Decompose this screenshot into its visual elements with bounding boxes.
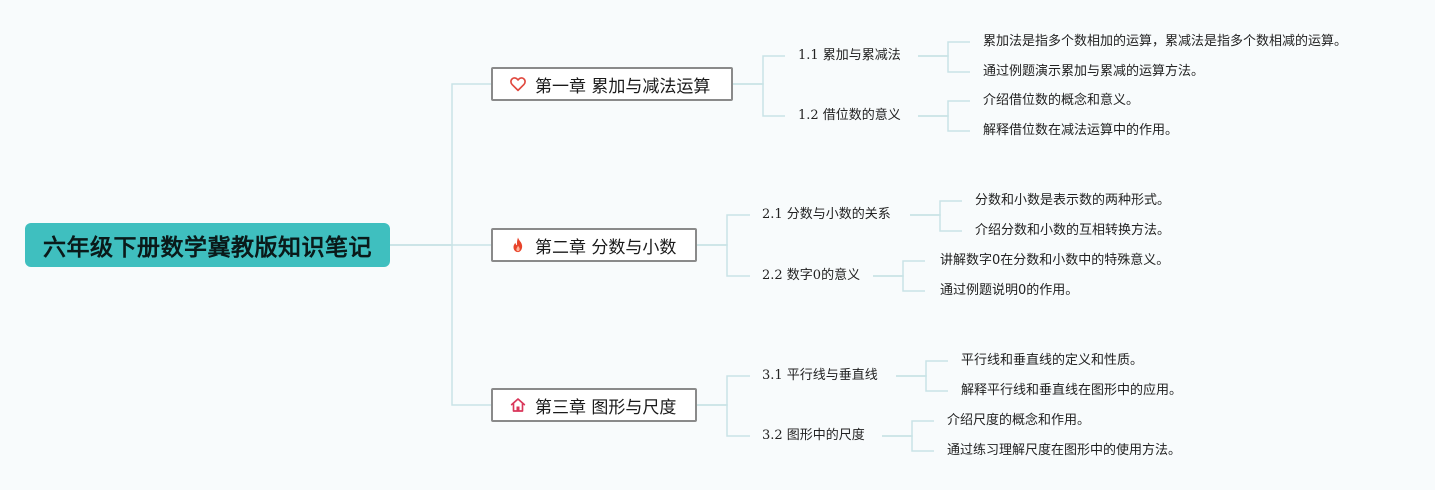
connector-ch1-s12 bbox=[733, 83, 785, 117]
chapter-2-node[interactable]: 第二章 分数与小数 bbox=[491, 228, 697, 262]
connector-s12-p2 bbox=[918, 115, 970, 132]
leaf-2-2-2[interactable]: 通过例题说明0的作用。 bbox=[940, 283, 1079, 298]
root-topic[interactable]: 六年级下册数学冀教版知识笔记 bbox=[25, 223, 390, 267]
connector-s12-p1 bbox=[918, 100, 970, 117]
connector-s32-p1 bbox=[882, 420, 934, 437]
chapter-3-node[interactable]: 第三章 图形与尺度 bbox=[491, 388, 697, 422]
connector-s22-p1 bbox=[873, 260, 925, 277]
leaf-3-2-1[interactable]: 介绍尺度的概念和作用。 bbox=[947, 413, 1091, 428]
section-1-1[interactable]: 1.1 累加与累减法 bbox=[798, 48, 901, 63]
fire-icon bbox=[509, 236, 527, 254]
connector-ch3-s31 bbox=[697, 375, 750, 406]
section-2-2[interactable]: 2.2 数字0的意义 bbox=[762, 268, 861, 283]
heart-icon bbox=[509, 75, 527, 93]
connector-s11-p1 bbox=[918, 41, 970, 57]
connector-s22-p2 bbox=[873, 275, 925, 292]
section-3-2[interactable]: 3.2 图形中的尺度 bbox=[762, 428, 865, 443]
connector-ch2-s21 bbox=[697, 214, 750, 246]
home-icon bbox=[509, 396, 527, 414]
chapter-1-node[interactable]: 第一章 累加与减法运算 bbox=[491, 67, 733, 101]
connector-ch1-s11 bbox=[733, 55, 785, 85]
leaf-3-1-1[interactable]: 平行线和垂直线的定义和性质。 bbox=[961, 353, 1144, 368]
leaf-1-2-2[interactable]: 解释借位数在减法运算中的作用。 bbox=[983, 123, 1179, 138]
chapter-3-title: 第三章 图形与尺度 bbox=[535, 397, 677, 418]
leaf-3-1-2[interactable]: 解释平行线和垂直线在图形中的应用。 bbox=[961, 383, 1183, 398]
connector-ch3-s32 bbox=[697, 404, 750, 437]
connector-s31-p2 bbox=[896, 375, 948, 392]
connector-s31-p1 bbox=[896, 360, 948, 377]
chapter-1-title: 第一章 累加与减法运算 bbox=[535, 76, 711, 97]
leaf-2-2-1[interactable]: 讲解数字0在分数和小数中的特殊意义。 bbox=[940, 253, 1170, 268]
leaf-1-1-1[interactable]: 累加法是指多个数相加的运算，累减法是指多个数相减的运算。 bbox=[983, 34, 1348, 49]
section-3-1[interactable]: 3.1 平行线与垂直线 bbox=[762, 368, 878, 383]
leaf-3-2-2[interactable]: 通过练习理解尺度在图形中的使用方法。 bbox=[947, 443, 1182, 458]
section-2-1[interactable]: 2.1 分数与小数的关系 bbox=[762, 207, 891, 222]
leaf-1-1-2[interactable]: 通过例题演示累加与累减的运算方法。 bbox=[983, 64, 1205, 79]
connector-ch2-s22 bbox=[697, 244, 750, 277]
connector-root-ch1 bbox=[390, 83, 491, 246]
section-1-2[interactable]: 1.2 借位数的意义 bbox=[798, 108, 901, 123]
connector-s32-p2 bbox=[882, 435, 934, 452]
leaf-2-1-1[interactable]: 分数和小数是表示数的两种形式。 bbox=[975, 193, 1171, 208]
leaf-1-2-1[interactable]: 介绍借位数的概念和意义。 bbox=[983, 93, 1140, 108]
chapter-2-title: 第二章 分数与小数 bbox=[535, 237, 677, 258]
connector-root-ch3 bbox=[390, 244, 491, 406]
connector-s11-p2 bbox=[918, 55, 970, 73]
leaf-2-1-2[interactable]: 介绍分数和小数的互相转换方法。 bbox=[975, 223, 1171, 238]
connector-s21-p1 bbox=[910, 200, 962, 216]
connector-s21-p2 bbox=[910, 214, 962, 232]
